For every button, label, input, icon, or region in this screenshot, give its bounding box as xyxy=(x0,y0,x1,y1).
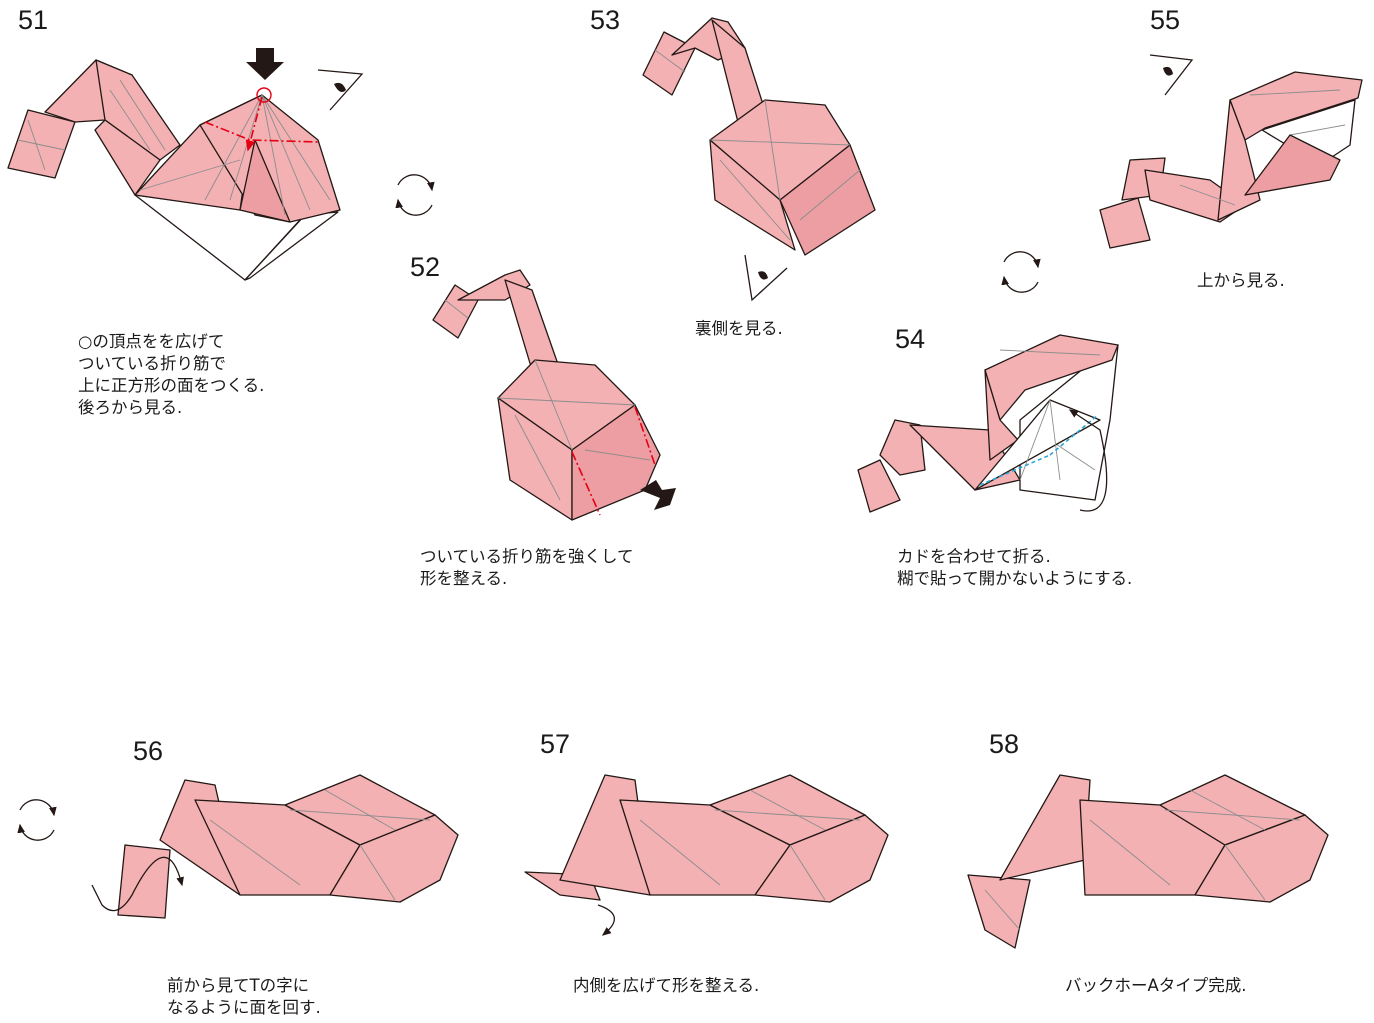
eye-icon xyxy=(317,69,364,111)
step-number: 58 xyxy=(989,729,1020,759)
step-53-figure xyxy=(642,17,876,256)
step-number: 52 xyxy=(410,252,441,282)
step-caption: 裏側を見る. xyxy=(695,319,783,338)
step-number: 56 xyxy=(133,736,164,766)
push-arrow-icon xyxy=(246,48,284,80)
step-number: 54 xyxy=(895,324,926,354)
target-circle-icon xyxy=(256,87,272,103)
step-caption: バックホーAタイプ完成. xyxy=(1065,976,1247,995)
step-caption: 内側を広げて形を整える. xyxy=(573,976,760,995)
step-number: 57 xyxy=(540,729,571,759)
step-caption: 上から見る. xyxy=(1197,271,1285,290)
rotate-icon xyxy=(1001,251,1041,293)
step-caption: カドを合わせて折る. 糊で貼って開かないようにする. xyxy=(897,547,1133,588)
step-58-figure xyxy=(967,774,1329,949)
step-caption: 前から見てTの字に なるように面を回す. xyxy=(167,976,321,1017)
step-number: 51 xyxy=(18,5,49,35)
step-number: 53 xyxy=(590,5,621,35)
rotate-icon xyxy=(395,174,435,216)
step-caption: ついている折り筋を強くして 形を整える. xyxy=(420,547,634,588)
step-52-figure xyxy=(432,269,661,521)
step-number: 55 xyxy=(1150,5,1181,35)
eye-icon xyxy=(1149,54,1194,96)
step-54-figure xyxy=(857,334,1119,513)
step-56-figure xyxy=(91,774,459,919)
step-55-figure xyxy=(1099,71,1363,249)
step-57-figure xyxy=(524,774,889,936)
eye-icon xyxy=(744,254,788,302)
step-caption: ○の頂点をを広げて ついている折り筋で 上に正方形の面をつくる. 後ろから見る. xyxy=(78,332,265,417)
move-arrow-icon xyxy=(640,480,676,510)
step-51-figure xyxy=(7,59,341,281)
rotate-icon xyxy=(17,799,57,841)
